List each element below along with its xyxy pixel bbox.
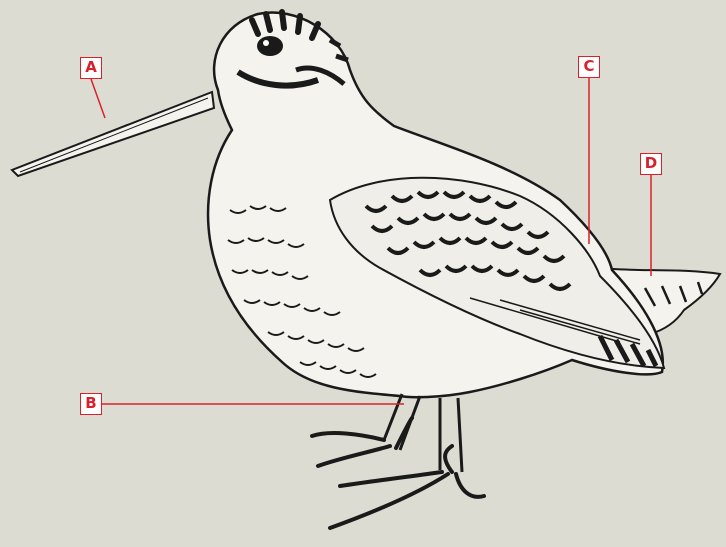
label-c: C <box>578 56 600 78</box>
label-b: B <box>80 393 102 415</box>
bird-leg-front <box>384 394 420 450</box>
bird-foot-front <box>312 418 412 466</box>
leader-line-a <box>91 79 105 118</box>
bird-eye <box>257 36 283 56</box>
label-a: A <box>80 57 102 79</box>
label-d: D <box>640 153 662 175</box>
bird-leg-back <box>440 398 462 472</box>
